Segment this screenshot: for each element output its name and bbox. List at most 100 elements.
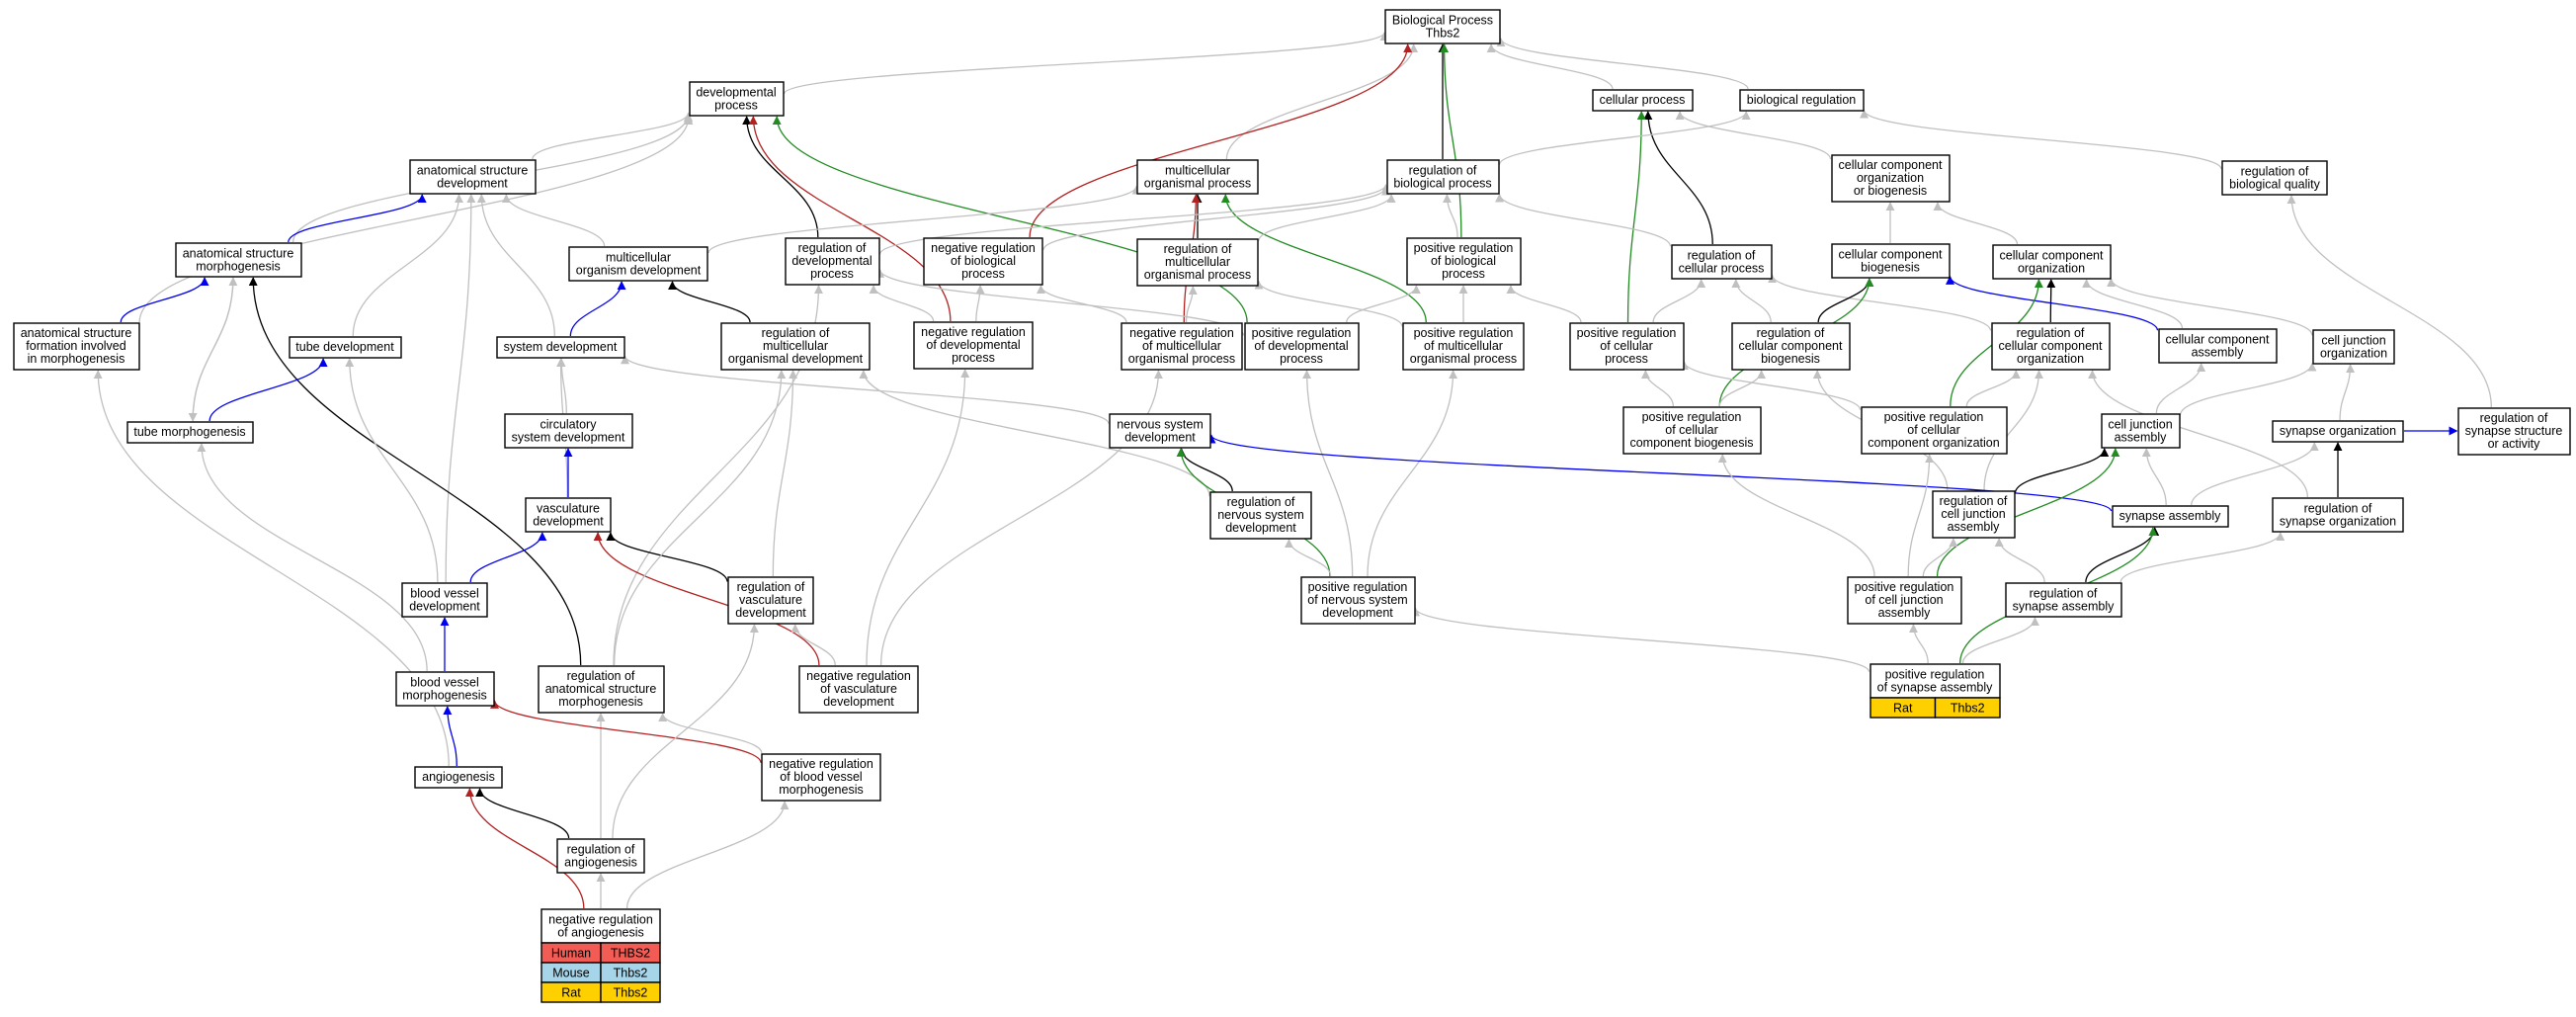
go-term-label: assembly (2115, 431, 2168, 445)
go-term-label: regulation of (1688, 249, 1756, 263)
go-term-node[interactable]: synapse organization (2272, 420, 2404, 443)
go-term-box (1121, 322, 1243, 371)
relation-edge-is-a (1367, 370, 1458, 577)
relation-edge-is-a (707, 185, 1141, 254)
relation-edge-is-a (1285, 539, 1332, 577)
relation-edge-part-of (1206, 434, 2113, 512)
go-term-label: positive regulation (1414, 326, 1514, 340)
relation-edge-is-a (1983, 370, 2044, 491)
relation-edge-is-a (1922, 538, 1958, 577)
relation-edge-is-a (1652, 279, 1706, 323)
go-term-label: process (1605, 352, 1648, 366)
relation-edge-negatively-regulates (748, 116, 952, 322)
go-term-node[interactable]: angiogenesis (414, 766, 503, 789)
relation-edge-positively-regulates (1936, 448, 2120, 577)
go-term-node[interactable]: cellular process (1592, 89, 1694, 112)
go-term-label: positive regulation (1642, 410, 1742, 424)
go-term-label: of developmental (926, 338, 1020, 352)
go-term-box (1209, 491, 1312, 540)
relation-edge-is-a (1495, 193, 1672, 247)
go-term-box (2158, 328, 2278, 364)
relation-edge-regulates (668, 281, 751, 323)
go-term-box (538, 665, 665, 714)
go-term-label: cellular component (1999, 339, 2103, 353)
go-term-label: biological quality (2229, 178, 2320, 192)
go-term-node[interactable]: synapse assembly (2112, 505, 2229, 528)
relation-edge-is-a (2286, 195, 2492, 408)
go-term-box (1592, 89, 1694, 112)
relation-edge-regulates (2046, 279, 2056, 323)
relation-edge-negatively-regulates (593, 532, 820, 666)
gene-symbol-label: Thbs2 (614, 967, 648, 980)
go-term-label: biogenesis (1761, 352, 1820, 366)
go-term-label: of biological (1431, 254, 1496, 268)
go-term-node[interactable]: tube morphogenesis (126, 421, 254, 444)
relation-edge-is-a (1994, 538, 2045, 583)
go-term-label: regulation of (567, 669, 635, 683)
go-term-label: nervous system (1117, 418, 1204, 432)
go-term-node[interactable]: biological regulation (1739, 89, 1865, 112)
go-term-label: component biogenesis (1629, 436, 1753, 450)
go-term-node[interactable]: system development (496, 336, 625, 359)
relation-edge-is-a (2339, 364, 2356, 421)
gene-symbol-label: Thbs2 (1951, 702, 1985, 716)
go-term-label: regulation of (798, 241, 867, 255)
go-term-box (2005, 582, 2122, 618)
relation-edge-is-a (2141, 448, 2167, 506)
go-term-node[interactable]: tube development (289, 336, 402, 359)
relation-edge-is-a (1411, 607, 1870, 672)
go-term-label: development (1322, 606, 1393, 620)
go-term-label: multicellular (1165, 255, 1230, 269)
relation-edge-part-of (288, 194, 427, 243)
